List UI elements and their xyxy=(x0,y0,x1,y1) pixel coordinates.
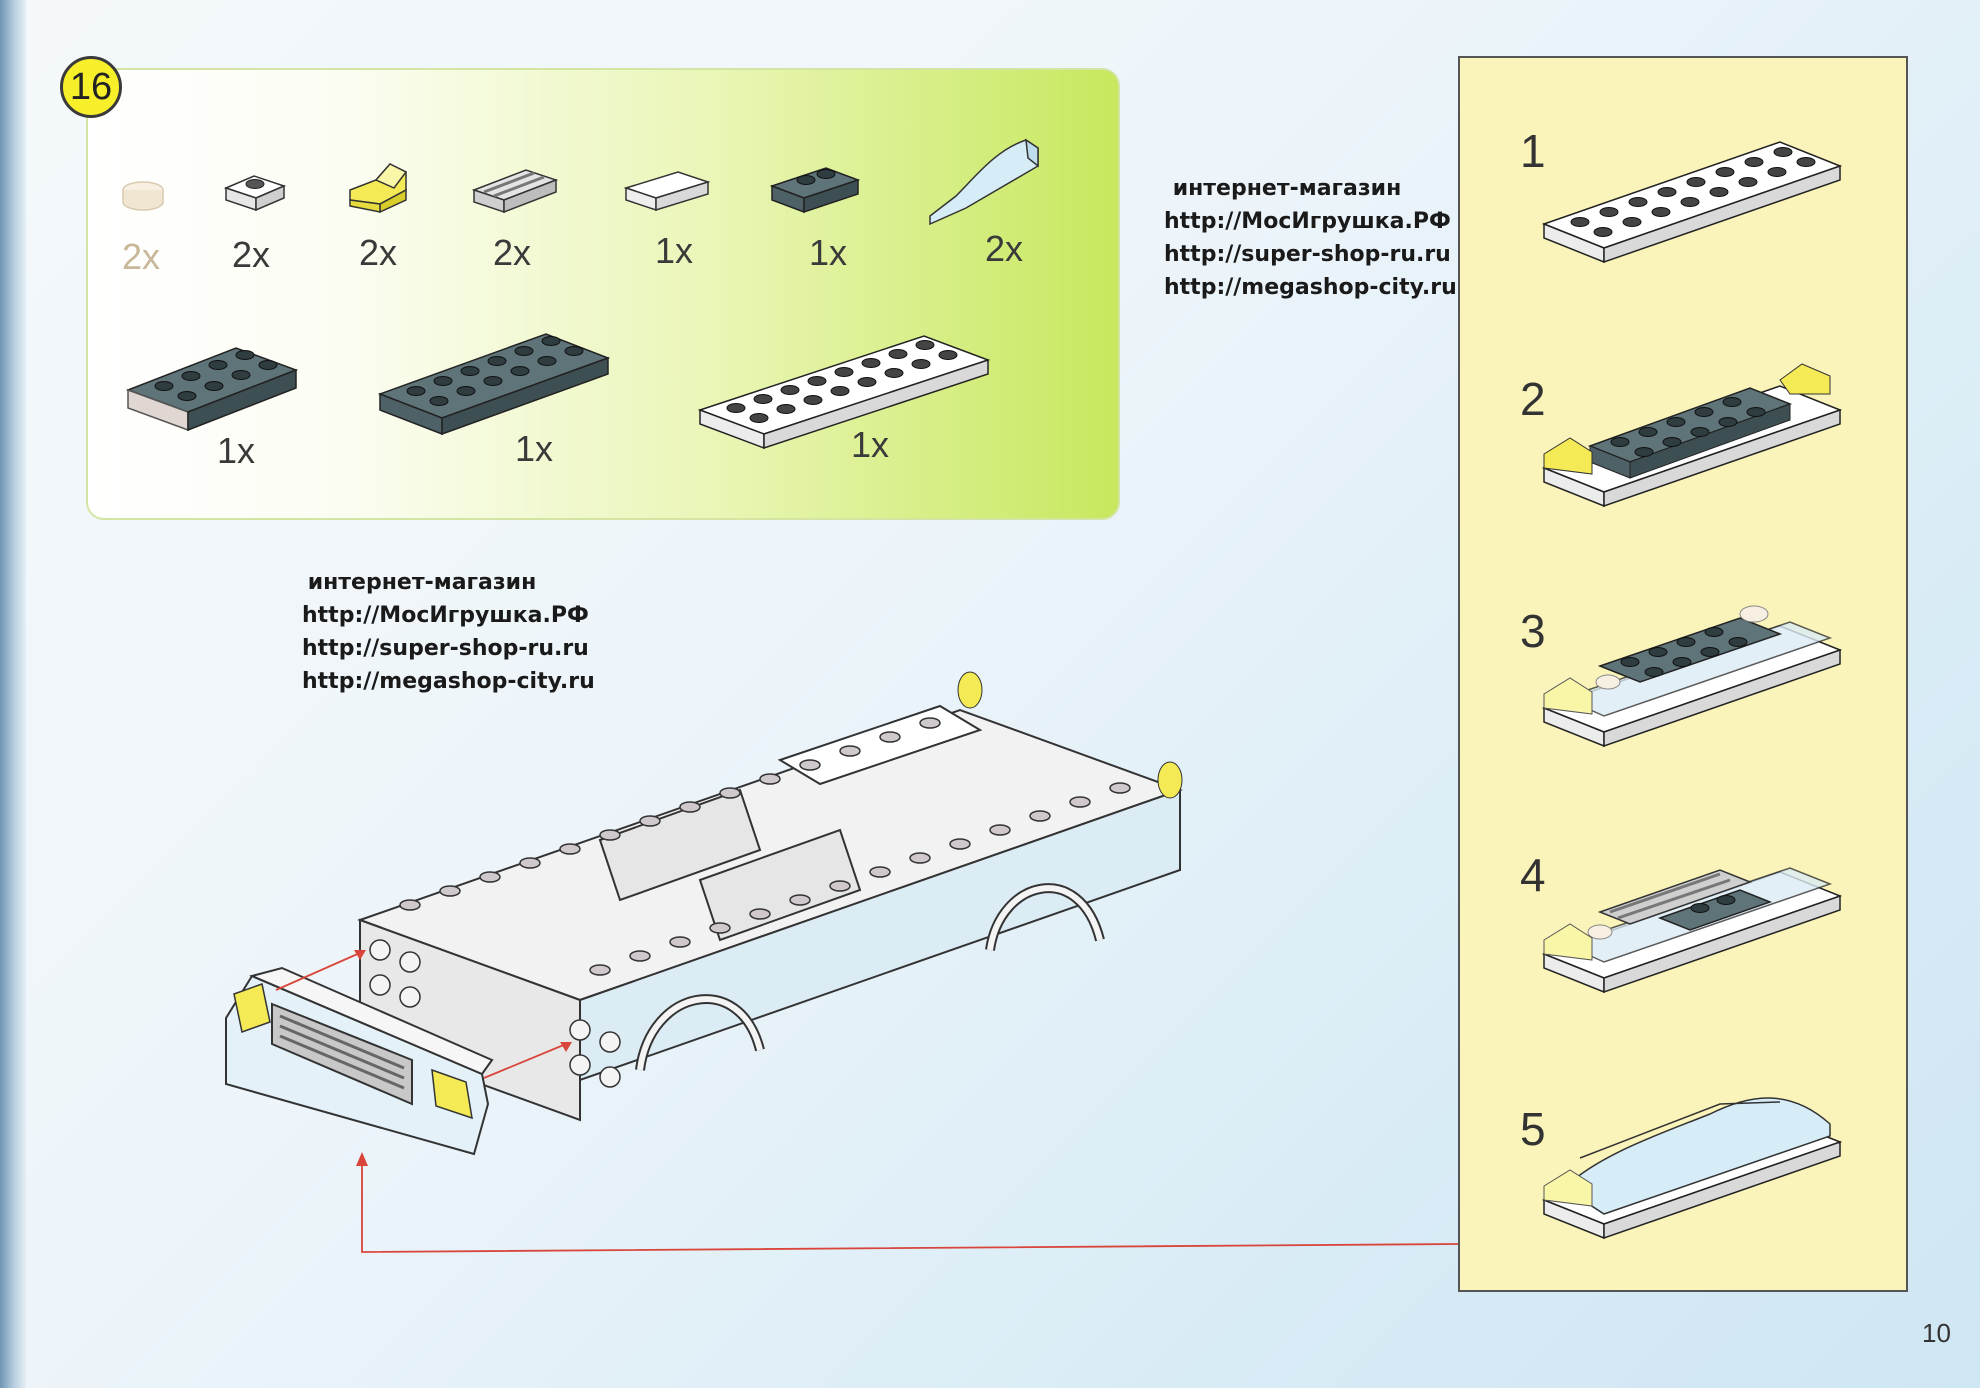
watermark-line: http://megashop-city.ru xyxy=(1164,275,1457,300)
plate-1x1-icon xyxy=(223,175,287,212)
substep-number: 1 xyxy=(1520,125,1546,177)
parts-list-panel xyxy=(86,68,1120,520)
grille-tile-icon xyxy=(471,169,559,214)
substep-3-illustration xyxy=(1541,605,1843,748)
substep-5-illustration xyxy=(1541,1097,1843,1240)
white-plate-2x8-icon xyxy=(697,335,991,450)
part-qty: 2x xyxy=(492,232,532,273)
part-qty: 1x xyxy=(850,424,890,465)
dark-plate-2x4-icon xyxy=(125,347,299,432)
flat-tile-icon xyxy=(623,171,711,212)
front-bumper-illustration xyxy=(225,966,494,1156)
part-qty: 2x xyxy=(984,228,1024,269)
curved-slope-icon xyxy=(929,138,1039,226)
substep-number: 5 xyxy=(1520,1103,1546,1155)
shop-watermark-middle: интернет-магазин http://МосИгрушка.РФ ht… xyxy=(302,566,595,698)
sub-assembly-panel: 1 2 3 4 5 xyxy=(1458,56,1908,1292)
substep-number: 3 xyxy=(1520,605,1546,657)
yellow-slope-icon xyxy=(349,163,408,214)
car-chassis-illustration xyxy=(357,671,1183,1122)
dark-plate-2x6-icon xyxy=(377,333,611,436)
round-plate-icon xyxy=(122,181,164,211)
dark-plate-1x2-icon xyxy=(769,167,861,214)
watermark-line: http://megashop-city.ru xyxy=(302,669,595,694)
part-qty: 1x xyxy=(654,230,694,271)
watermark-line: http://МосИгрушка.РФ xyxy=(1164,209,1451,234)
substep-4-illustration xyxy=(1541,867,1843,994)
substep-1-illustration xyxy=(1541,141,1843,264)
substep-number: 2 xyxy=(1520,373,1546,425)
watermark-line: http://super-shop-ru.ru xyxy=(302,636,589,661)
part-qty: 2x xyxy=(358,232,398,273)
page-number: 10 xyxy=(1922,1318,1951,1348)
watermark-line: http://МосИгрушка.РФ xyxy=(302,603,589,628)
substep-2-illustration xyxy=(1541,363,1843,508)
watermark-line: http://super-shop-ru.ru xyxy=(1164,242,1451,267)
part-qty: 2x xyxy=(121,236,161,277)
page-binding-edge xyxy=(0,0,26,1388)
substep-number: 4 xyxy=(1520,849,1546,901)
part-qty: 1x xyxy=(808,232,848,273)
part-qty: 1x xyxy=(216,430,256,471)
watermark-line: интернет-магазин xyxy=(307,570,537,595)
shop-watermark-top: интернет-магазин http://МосИгрушка.РФ ht… xyxy=(1164,172,1457,304)
part-qty: 2x xyxy=(231,234,271,275)
step-number-badge: 16 xyxy=(60,56,122,118)
part-qty: 1x xyxy=(514,428,554,469)
watermark-line: интернет-магазин xyxy=(1172,176,1402,201)
